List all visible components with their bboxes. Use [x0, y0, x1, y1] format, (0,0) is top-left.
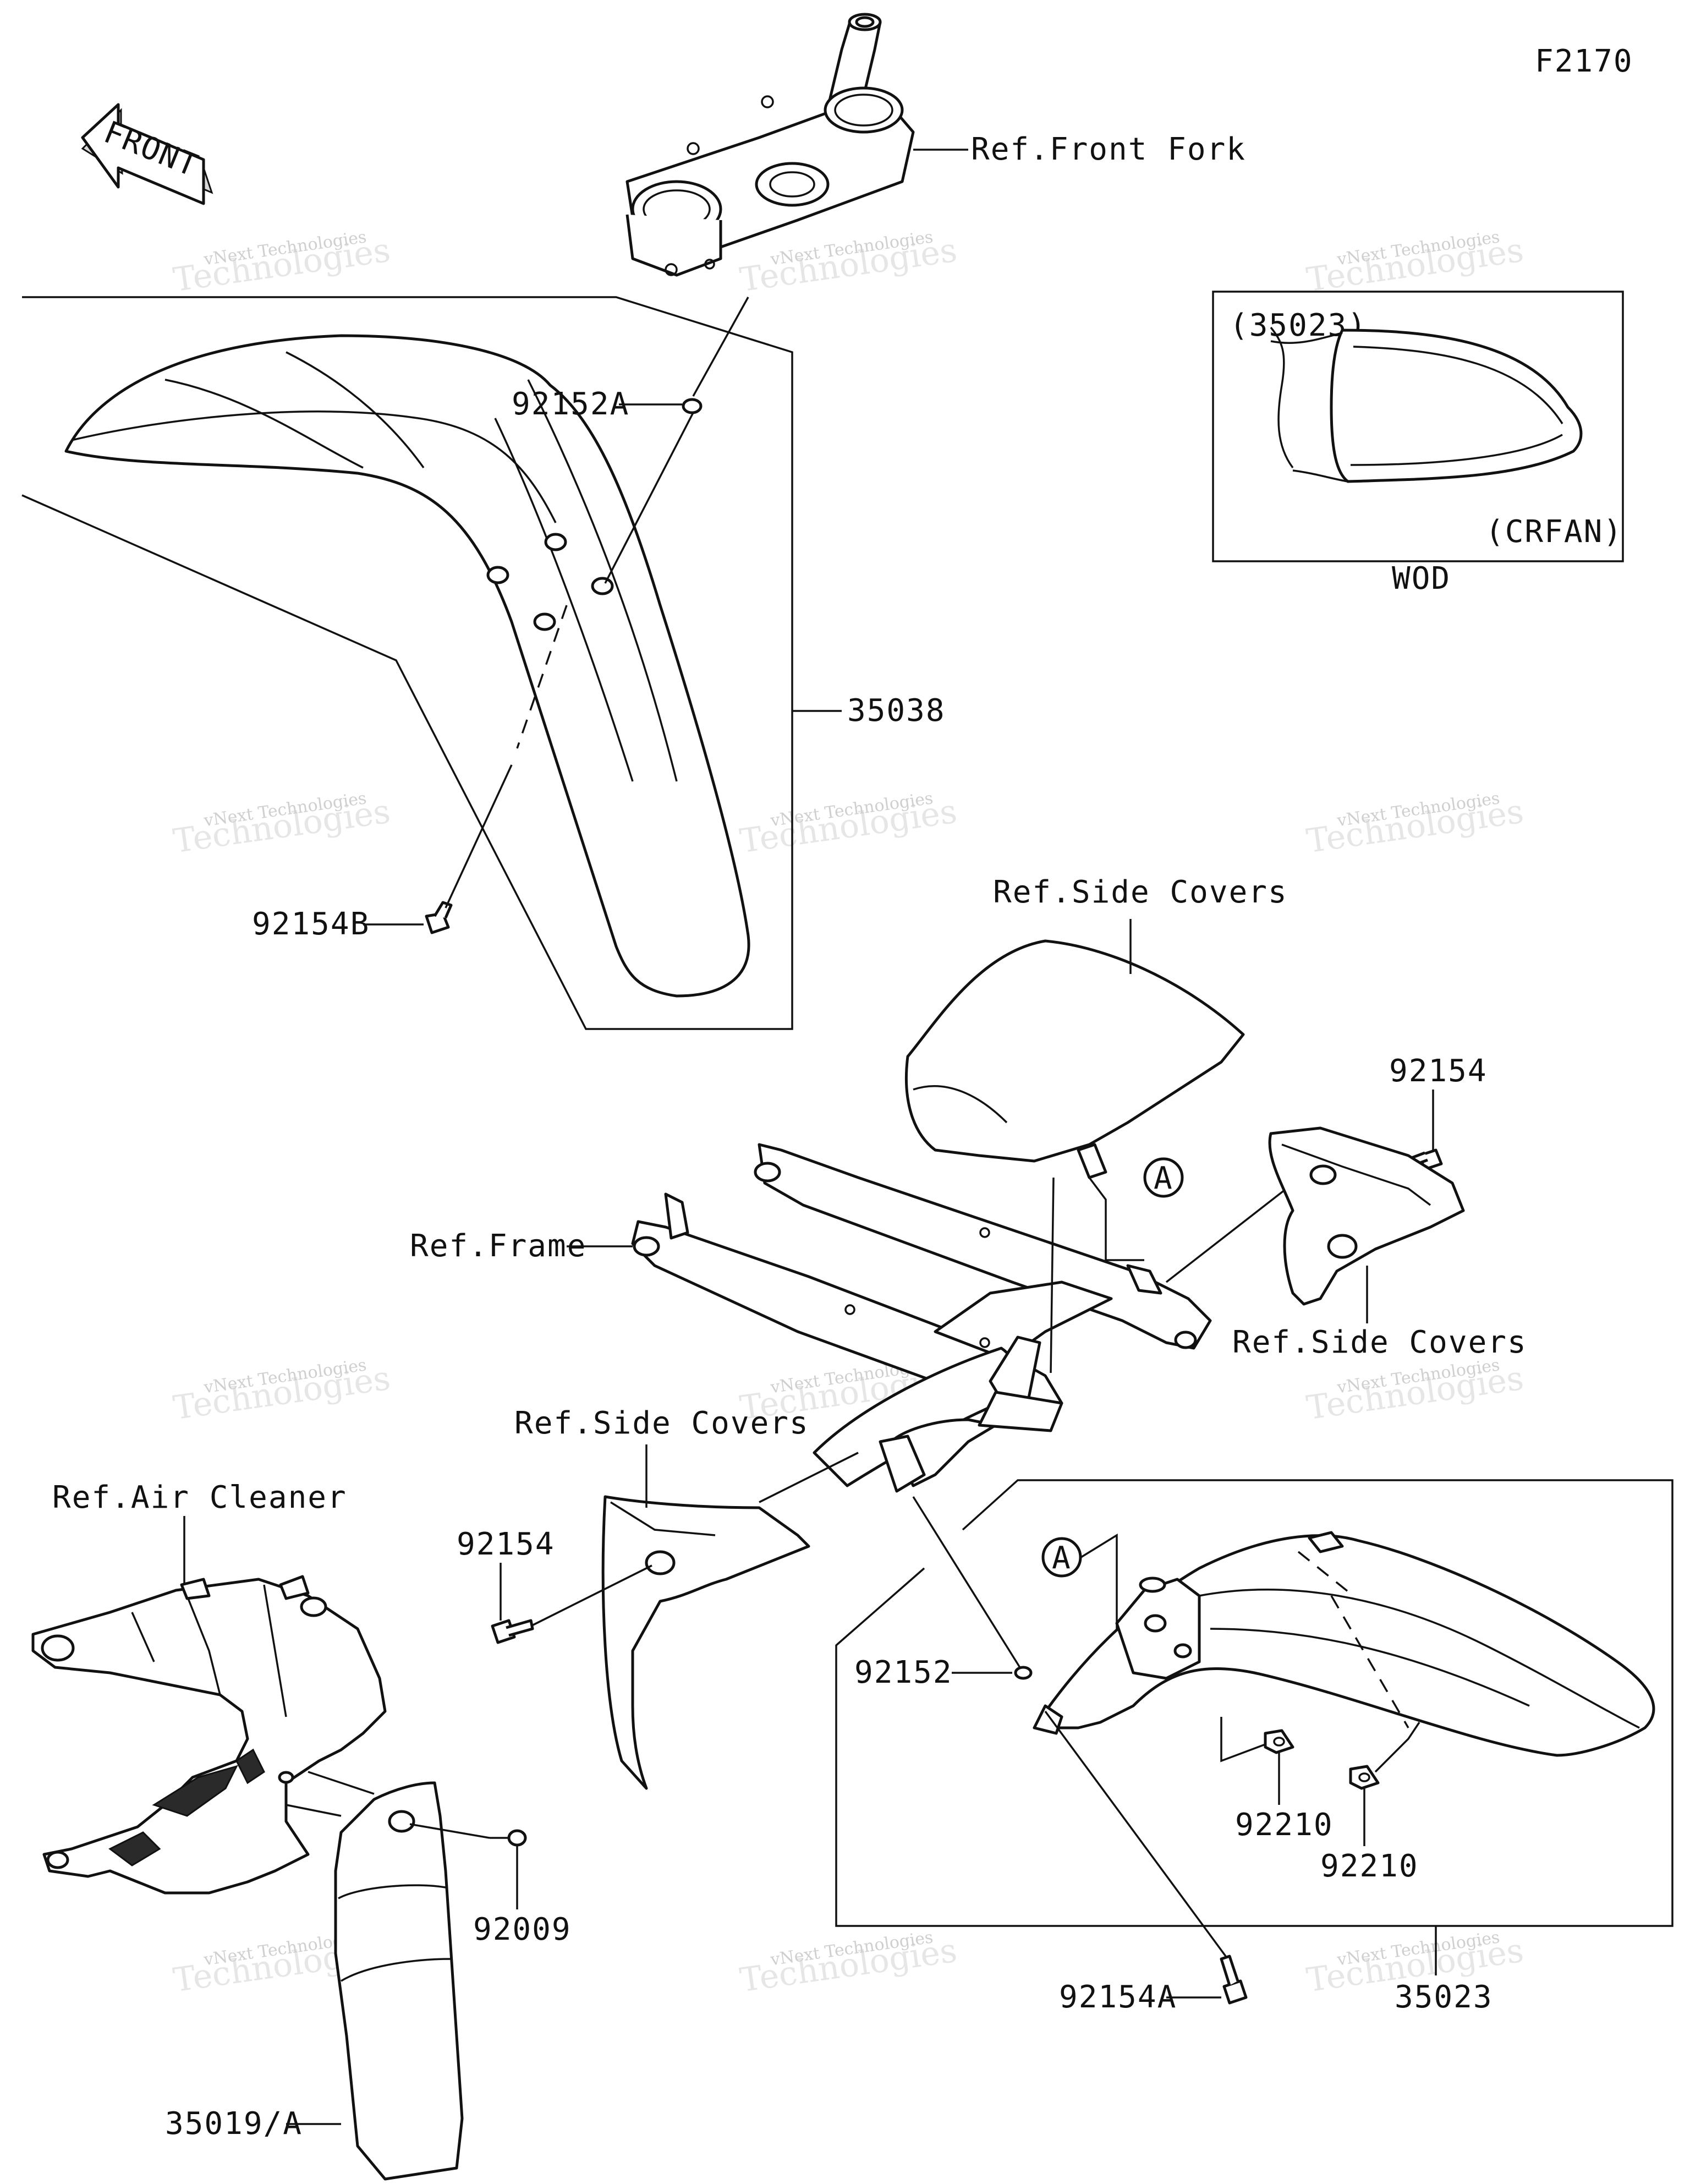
label-ref-side-covers-top: Ref.Side Covers — [993, 874, 1288, 910]
side-cover-right — [1268, 1126, 1465, 1306]
screw-92009 — [490, 1829, 527, 1847]
label-ref-side-covers-right: Ref.Side Covers — [1232, 1324, 1527, 1360]
label-ref-frame: Ref.Frame — [410, 1228, 586, 1264]
bolt-92154a — [1220, 1955, 1248, 2005]
callout-a-label: A — [1154, 1161, 1173, 1196]
air-cleaner-housing — [31, 1575, 387, 1895]
subframe — [631, 1143, 1212, 1493]
label-92152a: 92152A — [512, 386, 629, 422]
steering-stem — [625, 13, 915, 277]
bolt-92154-left — [491, 1619, 534, 1644]
label-92009: 92009 — [473, 1912, 572, 1947]
label-ref-side-covers-left: Ref.Side Covers — [514, 1405, 809, 1441]
label-35023: 35023 — [1395, 1979, 1493, 2015]
assembly-line — [409, 1823, 490, 1839]
nut-92210-a — [1264, 1729, 1294, 1754]
label-92154-right: 92154 — [1389, 1053, 1488, 1089]
washer-92152a — [682, 398, 703, 414]
assembly-line — [1044, 1710, 1227, 1957]
assembly-line — [286, 1804, 342, 1817]
nut-92210-b — [1349, 1765, 1380, 1790]
leader-line — [1080, 1533, 1118, 1629]
front-fender-group-box — [21, 296, 793, 1030]
label-92210-b: 92210 — [1320, 1848, 1419, 1884]
assembly-line — [1374, 1722, 1420, 1773]
label-35019a: 35019/A — [165, 2106, 303, 2142]
label-92154-left: 92154 — [457, 1526, 555, 1562]
label-35038: 35038 — [847, 693, 946, 729]
side-cover-upper — [905, 939, 1245, 1179]
label-92152: 92152 — [854, 1655, 953, 1690]
rear-fender-tail-detail — [1270, 326, 1583, 483]
washer-92152 — [1014, 1666, 1033, 1680]
assembly-line — [604, 412, 694, 584]
inset-box — [1212, 291, 1624, 562]
inset-variant: (CRFAN) — [1485, 514, 1623, 550]
figure-code: F2170 — [1535, 43, 1633, 79]
assembly-line — [692, 297, 749, 397]
side-cover-left — [601, 1495, 810, 1790]
mud-guard — [334, 1781, 464, 2181]
inset-caption: WOD — [1392, 561, 1451, 596]
callout-a-label: A — [1052, 1540, 1072, 1576]
assembly-line — [912, 1496, 1024, 1673]
label-92154a: 92154A — [1059, 1979, 1177, 2015]
assembly-line — [1050, 1177, 1055, 1373]
rear-fender-group-box — [835, 1479, 1673, 1927]
callout-a-circle — [1041, 1537, 1082, 1578]
rear-fender — [1033, 1531, 1655, 1757]
assembly-line — [759, 1452, 859, 1503]
assembly-line — [530, 1564, 652, 1627]
assembly-line — [1220, 1717, 1266, 1762]
bolt-92154b — [425, 901, 453, 934]
label-ref-air-cleaner: Ref.Air Cleaner — [52, 1480, 347, 1515]
assembly-line — [1088, 1176, 1144, 1261]
label-92210-a: 92210 — [1235, 1807, 1334, 1843]
callout-a-circle — [1143, 1157, 1184, 1198]
assembly-line — [445, 764, 513, 908]
label-92154b: 92154B — [252, 906, 370, 942]
watermarks: Technologies vNext Technologies Technolo… — [171, 227, 1526, 2000]
front-fender — [64, 334, 750, 998]
label-ref-front-fork: Ref.Front Fork — [971, 132, 1246, 167]
front-arrow-icon: FRONT — [81, 103, 213, 205]
